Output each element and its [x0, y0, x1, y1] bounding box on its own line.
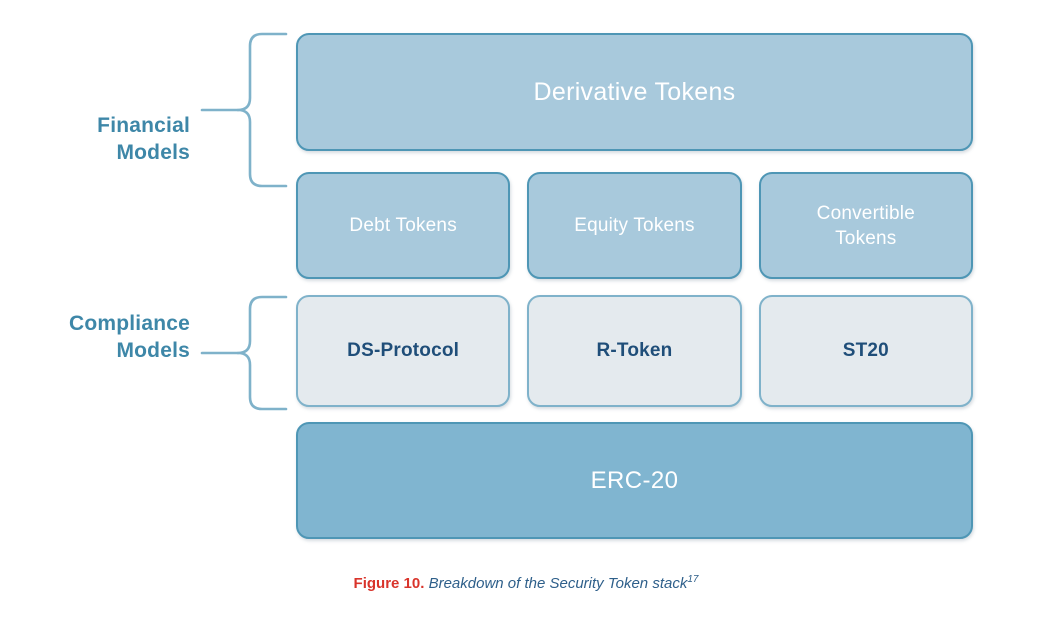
figure-number: Figure 10. [353, 575, 425, 592]
group-label-compliance-line2: Models [116, 339, 190, 362]
token-stack: Derivative Tokens Debt Tokens Equity Tok… [296, 33, 973, 560]
stack-row-derivative: Derivative Tokens [296, 33, 973, 151]
box-erc-20[interactable]: ERC-20 [296, 422, 973, 539]
group-label-compliance: Compliance Models [0, 310, 190, 364]
stack-row-base: ERC-20 [296, 422, 973, 539]
box-label-line2: Tokens [835, 227, 897, 249]
figure-caption-text: Breakdown of the Security Token stack [428, 575, 688, 592]
box-label: ERC-20 [590, 466, 679, 494]
stack-row-compliance: DS-Protocol R-Token ST20 [296, 295, 973, 407]
box-label: DS-Protocol [347, 340, 460, 361]
group-label-financial-line2: Models [116, 141, 190, 164]
box-label-line1: Convertible [816, 202, 915, 224]
group-label-financial-line1: Financial [97, 114, 190, 137]
box-st20[interactable]: ST20 [758, 295, 973, 407]
bracket-financial [200, 32, 288, 188]
box-label-multiline: Convertible Tokens [817, 201, 915, 251]
box-r-token[interactable]: R-Token [527, 295, 742, 407]
figure-footnote-marker: 17 [687, 574, 699, 585]
figure-caption: Figure 10. Breakdown of the Security Tok… [0, 570, 1052, 594]
box-label: Equity Tokens [574, 215, 695, 236]
box-label: Debt Tokens [349, 215, 457, 236]
group-label-financial: Financial Models [0, 112, 190, 166]
box-label: ST20 [842, 340, 889, 361]
group-label-compliance-line1: Compliance [68, 312, 190, 335]
box-equity-tokens[interactable]: Equity Tokens [527, 172, 742, 279]
box-ds-protocol[interactable]: DS-Protocol [296, 295, 511, 407]
box-derivative-tokens[interactable]: Derivative Tokens [296, 33, 973, 151]
box-convertible-tokens[interactable]: Convertible Tokens [758, 172, 973, 279]
box-label: Derivative Tokens [533, 77, 736, 106]
box-debt-tokens[interactable]: Debt Tokens [296, 172, 511, 279]
stack-row-financial: Debt Tokens Equity Tokens Convertible To… [296, 172, 973, 279]
box-label: R-Token [596, 340, 673, 361]
bracket-compliance [200, 295, 288, 411]
